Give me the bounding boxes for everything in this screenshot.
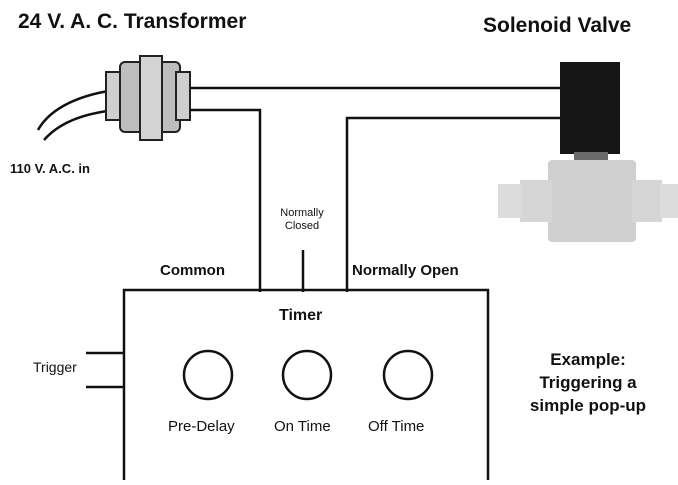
pre-delay-knob[interactable] [182,349,234,401]
on-time-label: On Time [274,418,331,435]
input-wire-2 [43,108,116,141]
common-label: Common [160,262,225,279]
solenoid-valve-icon [498,62,678,242]
solenoid-title: Solenoid Valve [483,14,632,37]
example-line3: simple pop-up [529,396,647,415]
wire-normally-open [345,116,564,292]
transformer-icon [105,55,191,141]
on-time-knob[interactable] [281,349,333,401]
normally-closed-label: Normally Closed [262,207,342,233]
input-wire-1 [36,88,116,131]
normally-closed-line1: Normally [280,207,324,219]
off-time-label: Off Time [368,418,425,435]
wire-common [190,108,262,292]
off-time-knob[interactable] [382,349,434,401]
example-caption: Example: Triggering a simple pop-up [508,348,668,417]
input-label: 110 V. A.C. in [10,161,90,176]
example-line1: Example: [550,350,626,369]
timer-label: Timer [279,307,323,324]
transformer-title: 24 V. A. C. Transformer [18,10,247,33]
normally-closed-line2: Closed [284,220,320,232]
example-line2: Triggering a [539,373,637,392]
pre-delay-label: Pre-Delay [168,418,235,435]
normally-open-label: Normally Open [352,262,459,279]
trigger-label: Trigger [33,359,77,375]
